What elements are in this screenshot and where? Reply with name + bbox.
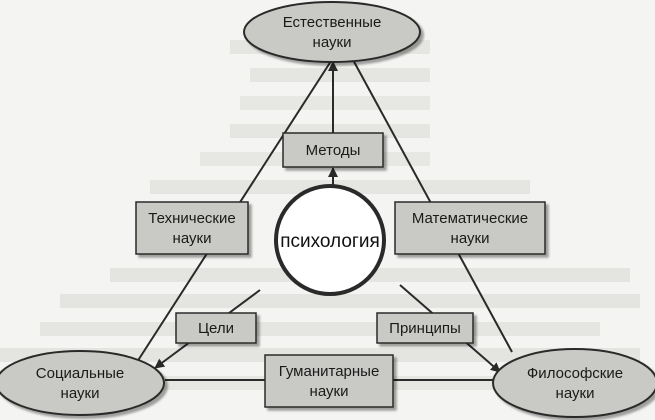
box-humanitarian-sciences: Гуманитарные науки xyxy=(264,354,394,408)
center-circle-psychology: психология xyxy=(274,184,386,296)
ellipse-social-sciences-label-2: науки xyxy=(61,385,100,402)
ellipse-natural-sciences: Естественные науки xyxy=(243,1,421,63)
ellipse-natural-sciences-label-1: Естественные xyxy=(283,14,382,31)
box-methods: Методы xyxy=(282,132,384,168)
box-technical-sciences-label-2: науки xyxy=(173,230,212,247)
ellipse-social-sciences: Социальные науки xyxy=(0,350,165,416)
box-technical-sciences: Технические науки xyxy=(135,201,249,255)
box-technical-sciences-label-1: Технические xyxy=(148,210,235,227)
ellipse-philosophical-sciences: Философские науки xyxy=(492,348,655,418)
box-principles-label-1: Принципы xyxy=(389,320,461,337)
ellipse-philosophical-sciences-label-1: Философские xyxy=(527,365,623,382)
box-goals: Цели xyxy=(175,312,257,344)
box-humanitarian-sciences-label-2: науки xyxy=(310,383,349,400)
box-humanitarian-sciences-label-1: Гуманитарные xyxy=(279,363,380,380)
box-principles: Принципы xyxy=(376,312,474,344)
box-mathematical-sciences: Математические науки xyxy=(394,201,546,255)
box-mathematical-sciences-label-2: науки xyxy=(451,230,490,247)
ellipse-philosophical-sciences-label-2: науки xyxy=(556,385,595,402)
ellipse-social-sciences-label-1: Социальные xyxy=(36,365,124,382)
box-mathematical-sciences-label-1: Математические xyxy=(412,210,528,227)
box-goals-label-1: Цели xyxy=(198,320,234,337)
box-methods-label-1: Методы xyxy=(306,142,361,159)
ellipse-natural-sciences-label-2: науки xyxy=(313,34,352,51)
center-label: психология xyxy=(280,231,380,252)
